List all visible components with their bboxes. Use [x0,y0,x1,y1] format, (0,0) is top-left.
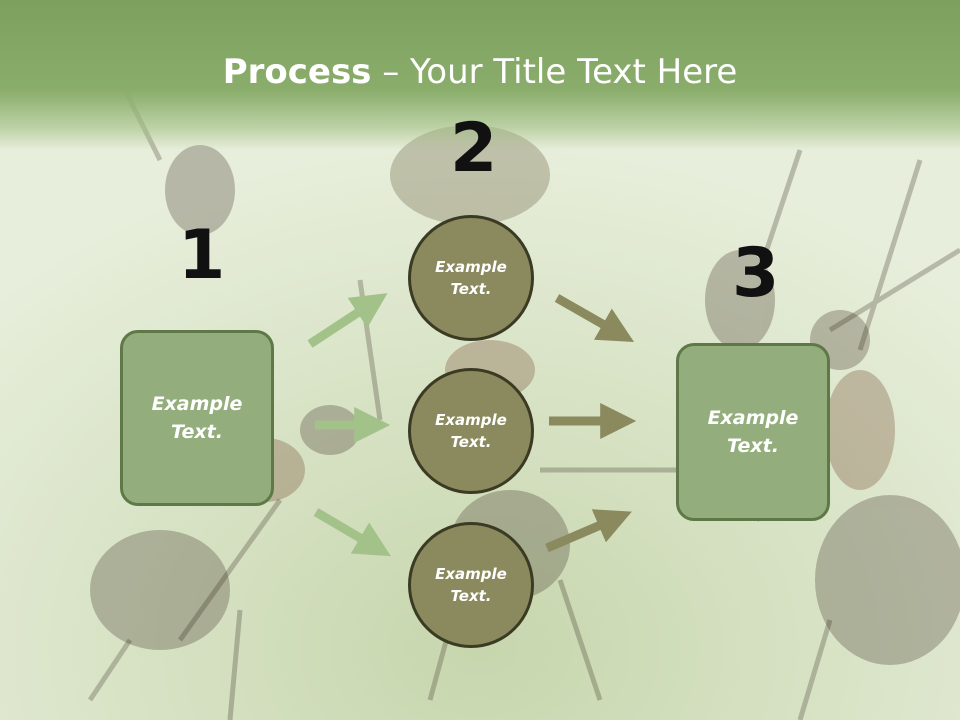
step-number-3: 3 [732,234,780,313]
circle-step-bottom: Example Text. [408,522,534,648]
left-box-text: Example Text. [151,392,243,444]
arrow-left-to-bottom [313,508,391,557]
left-process-box: Example Text. [120,330,274,506]
circle-step-top: Example Text. [408,215,534,341]
title-rest: – Your Title Text Here [371,52,738,92]
arrow-left-to-top [307,293,388,348]
circle-step-middle: Example Text. [408,368,534,494]
circle-bottom-text: Example Text. [435,564,507,606]
slide-title: Process – Your Title Text Here [0,52,960,92]
right-process-box: Example Text. [676,343,830,521]
arrow-bottom-to-right [545,509,632,553]
circle-top-text: Example Text. [435,257,507,299]
arrow-top-to-right [554,294,635,343]
title-banner [0,0,960,150]
circle-middle-text: Example Text. [435,410,507,452]
step-number-2: 2 [450,109,498,188]
title-strong: Process [222,52,372,92]
right-box-text: Example Text. [707,406,799,458]
step-number-1: 1 [178,216,226,295]
